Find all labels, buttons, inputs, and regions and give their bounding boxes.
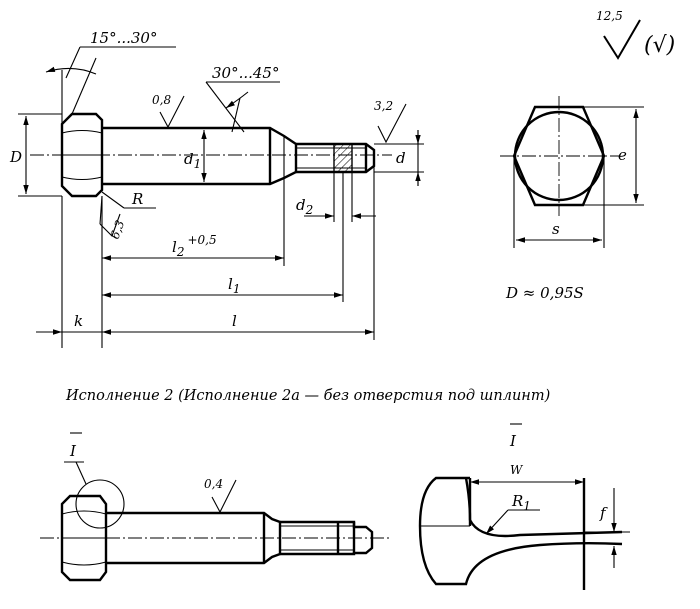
detail-view-I: I W R1 f xyxy=(418,423,630,590)
main-bolt-view xyxy=(30,112,392,198)
label-k: k xyxy=(74,312,83,330)
label-d2: d2 xyxy=(296,196,313,217)
dim-k-l: k l xyxy=(36,312,374,335)
label-rough-head: 6,3 xyxy=(108,218,128,241)
label-l: l xyxy=(232,312,237,330)
bolt-head-outline xyxy=(60,112,104,198)
label-e: e xyxy=(618,146,627,164)
label-d: d xyxy=(396,149,406,167)
label-general-roughness: 12,5 xyxy=(596,9,623,23)
label-R1: R1 xyxy=(511,492,531,513)
dim-d1: d1 xyxy=(184,130,207,182)
bolt-shank-outline xyxy=(102,126,298,186)
label-W: W xyxy=(510,463,524,477)
label-general-roughness-paren: (√) xyxy=(644,33,675,58)
label-f: f xyxy=(599,504,608,522)
label-D: D xyxy=(9,148,22,166)
label-neck-angle: 30°...45° xyxy=(212,64,279,82)
dim-l1: l1 xyxy=(102,275,343,298)
label-rough-thread: 3,2 xyxy=(374,99,393,113)
hex-inner-circle xyxy=(513,110,605,202)
hex-end-view: e s D ≈ 0,95S xyxy=(500,96,644,302)
roughness-thread: 3,2 xyxy=(374,99,407,144)
dim-R: R xyxy=(101,190,156,209)
dim-D: D xyxy=(9,113,62,197)
label-rough-shank: 0,8 xyxy=(152,93,171,107)
roughness-head: 6,3 xyxy=(99,195,128,241)
detail-circle xyxy=(75,479,125,529)
dim-neck-angle: 30°...45° xyxy=(205,64,280,133)
detail-mark-I: I xyxy=(69,442,77,460)
roughness-bottom: 0,4 xyxy=(204,477,237,514)
execution-caption: Исполнение 2 (Исполнение 2а — без отверс… xyxy=(65,388,550,404)
label-l2: l2+0,5 xyxy=(172,233,217,259)
label-rough-bottom: 0,4 xyxy=(204,477,223,491)
label-s: s xyxy=(552,220,560,238)
thread-outline xyxy=(296,142,376,174)
label-R: R xyxy=(131,190,143,208)
label-l1: l1 xyxy=(228,275,240,296)
dim-d: d xyxy=(374,130,424,186)
bottom-bolt-view: I xyxy=(40,432,390,582)
bottom-head-outline xyxy=(60,494,108,582)
dim-l2: l2+0,5 xyxy=(102,233,284,261)
label-head-angle: 15°...30° xyxy=(90,29,157,47)
dim-d2: d2 xyxy=(296,172,376,222)
general-roughness-symbol: 12,5 (√) xyxy=(596,9,675,60)
detail-title: I xyxy=(509,432,517,450)
label-d1: d1 xyxy=(184,150,201,171)
pin-hole-section xyxy=(333,143,353,173)
hex-formula: D ≈ 0,95S xyxy=(505,284,584,302)
dim-head-angle: 15°...30° xyxy=(45,29,176,124)
head-chamfer-arcs xyxy=(61,129,103,181)
roughness-shank: 0,8 xyxy=(152,93,185,129)
detail-head-outline xyxy=(418,476,623,586)
bottom-shank-outline xyxy=(106,511,282,565)
length-extension-lines xyxy=(61,166,375,348)
